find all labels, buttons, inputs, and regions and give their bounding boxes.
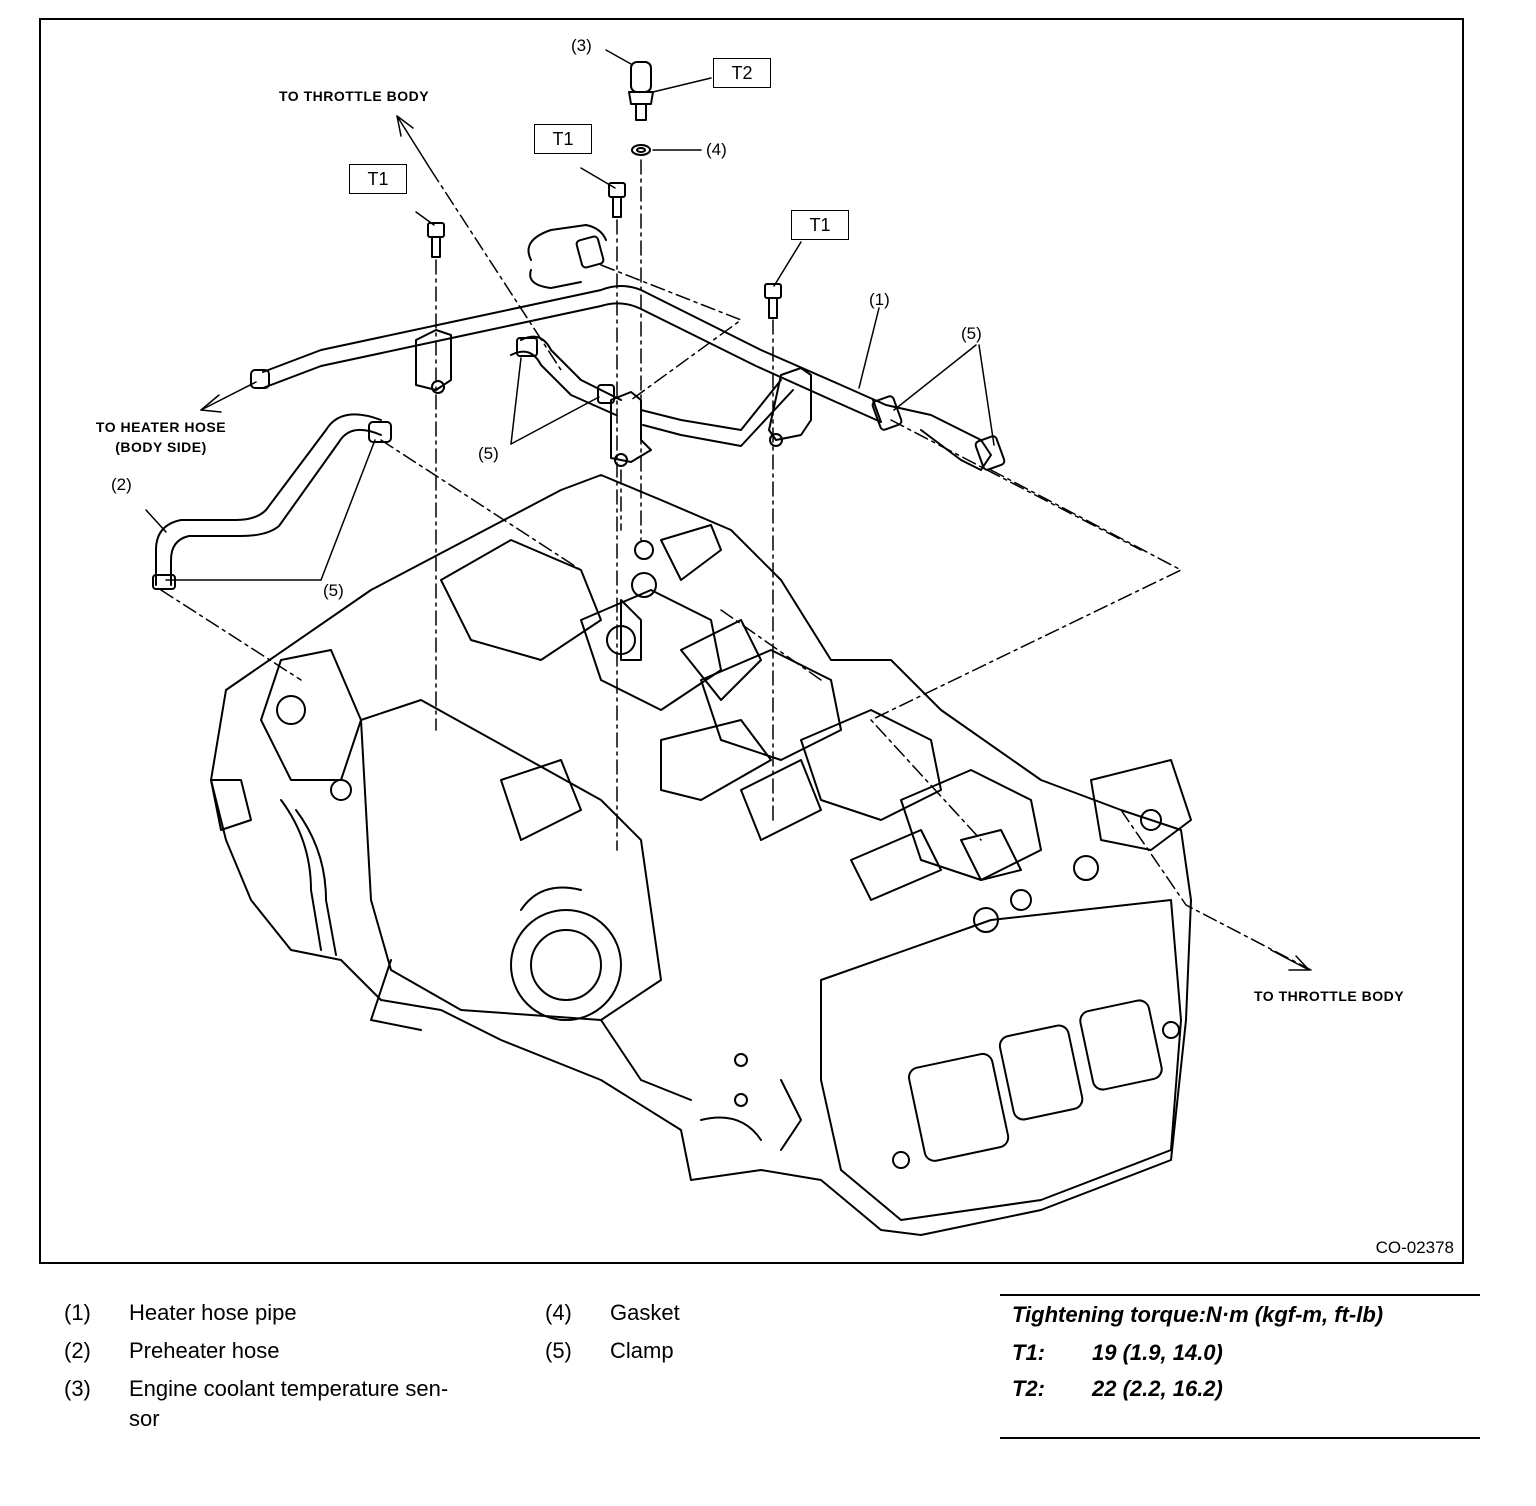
legend-num: (1) bbox=[64, 1300, 91, 1325]
brackets bbox=[415, 329, 812, 467]
legend-text: Gasket bbox=[610, 1300, 680, 1325]
legend-num: (3) bbox=[64, 1376, 91, 1401]
legend-text: Preheater hose bbox=[129, 1338, 280, 1363]
legend-num: (5) bbox=[545, 1338, 572, 1363]
callout-3: (3) bbox=[571, 36, 592, 55]
torque-tag-t2: T2 bbox=[713, 58, 771, 88]
legend-text: Engine coolant temperature sen- bbox=[129, 1376, 449, 1401]
caption-heater-line2: (BODY SIDE) bbox=[115, 439, 207, 455]
callout-4: (4) bbox=[706, 140, 727, 159]
torque-tag-t1-left: T1 bbox=[349, 164, 407, 194]
legend-num: (4) bbox=[545, 1300, 572, 1325]
torque-table-title: Tightening torque:N·m (kgf-m, ft-lb) bbox=[1012, 1302, 1384, 1327]
assembly-lines bbox=[160, 159, 1312, 971]
figure-id: CO-02378 bbox=[1375, 1238, 1454, 1257]
callout-5-center: (5) bbox=[478, 444, 499, 463]
torque-tag-t1-right: T1 bbox=[791, 210, 849, 240]
caption-to-throttle-body-top: TO THROTTLE BODY bbox=[279, 88, 430, 104]
leader-lines bbox=[145, 49, 995, 581]
callout-2: (2) bbox=[111, 475, 132, 494]
torque-key: T2: bbox=[1012, 1376, 1045, 1401]
callout-1: (1) bbox=[869, 290, 890, 309]
arrows bbox=[200, 115, 1310, 971]
clamps bbox=[575, 235, 1006, 471]
callout-5-right: (5) bbox=[961, 324, 982, 343]
preheater-hose bbox=[152, 413, 392, 590]
engine-exploded-view bbox=[145, 49, 1312, 1236]
throttle-hose bbox=[510, 224, 622, 416]
torque-table: Tightening torque:N·m (kgf-m, ft-lb) T1:… bbox=[1000, 1294, 1480, 1439]
caption-heater-line1: TO HEATER HOSE bbox=[95, 419, 227, 435]
torque-row-t1: T1: 19 (1.9, 14.0) bbox=[1012, 1340, 1223, 1366]
coolant-sensor-and-gasket bbox=[628, 61, 654, 156]
engine-block bbox=[210, 474, 1192, 1236]
torque-key: T1: bbox=[1012, 1340, 1045, 1365]
heater-hose-pipe bbox=[250, 285, 992, 471]
bolts bbox=[427, 182, 782, 319]
caption-to-heater-hose: TO HEATER HOSE (BODY SIDE) bbox=[81, 417, 241, 457]
legend-text: sor bbox=[129, 1406, 160, 1431]
callout-5-left: (5) bbox=[323, 581, 344, 600]
legend-num: (2) bbox=[64, 1338, 91, 1363]
torque-value: 19 (1.9, 14.0) bbox=[1092, 1340, 1223, 1365]
diagram-frame: (3) (4) (1) (5) (5) (5) (2) T2 T1 T1 T1 … bbox=[39, 18, 1464, 1264]
caption-to-throttle-body-right: TO THROTTLE BODY bbox=[1254, 988, 1405, 1004]
torque-tag-t1-center: T1 bbox=[534, 124, 592, 154]
legend-text: Heater hose pipe bbox=[129, 1300, 297, 1325]
torque-row-t2: T2: 22 (2.2, 16.2) bbox=[1012, 1376, 1223, 1402]
legend-text: Clamp bbox=[610, 1338, 674, 1363]
torque-value: 22 (2.2, 16.2) bbox=[1092, 1376, 1223, 1401]
